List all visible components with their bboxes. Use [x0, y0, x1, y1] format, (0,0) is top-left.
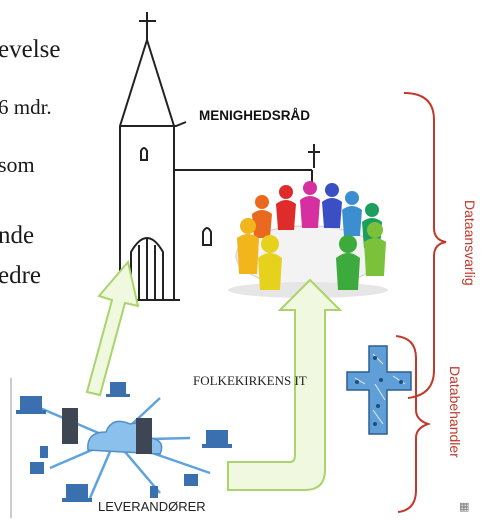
folkekirkens-it-label: FOLKEKIRKENS IT — [193, 373, 307, 388]
text-fragment-5: edre — [0, 262, 42, 289]
dataansvarlig-label: Dataansvarlig — [462, 200, 478, 286]
menighedsraad-label: MENIGHEDSRÅD — [199, 108, 311, 123]
suppliers-network-illustration — [10, 378, 232, 518]
text-fragment-2: 6 mdr. — [0, 95, 52, 119]
leverandoerer-label: LEVERANDØRER — [98, 499, 206, 514]
meeting-circle-illustration — [228, 181, 388, 298]
text-fragment-3: som — [0, 152, 35, 177]
databehandler-label: Databehandler — [447, 366, 463, 458]
text-fragment-1: evelse — [0, 36, 61, 63]
text-fragment-4: nde — [0, 222, 35, 249]
network-cross-icon — [346, 345, 412, 435]
corner-icon: ▦ — [459, 500, 470, 513]
